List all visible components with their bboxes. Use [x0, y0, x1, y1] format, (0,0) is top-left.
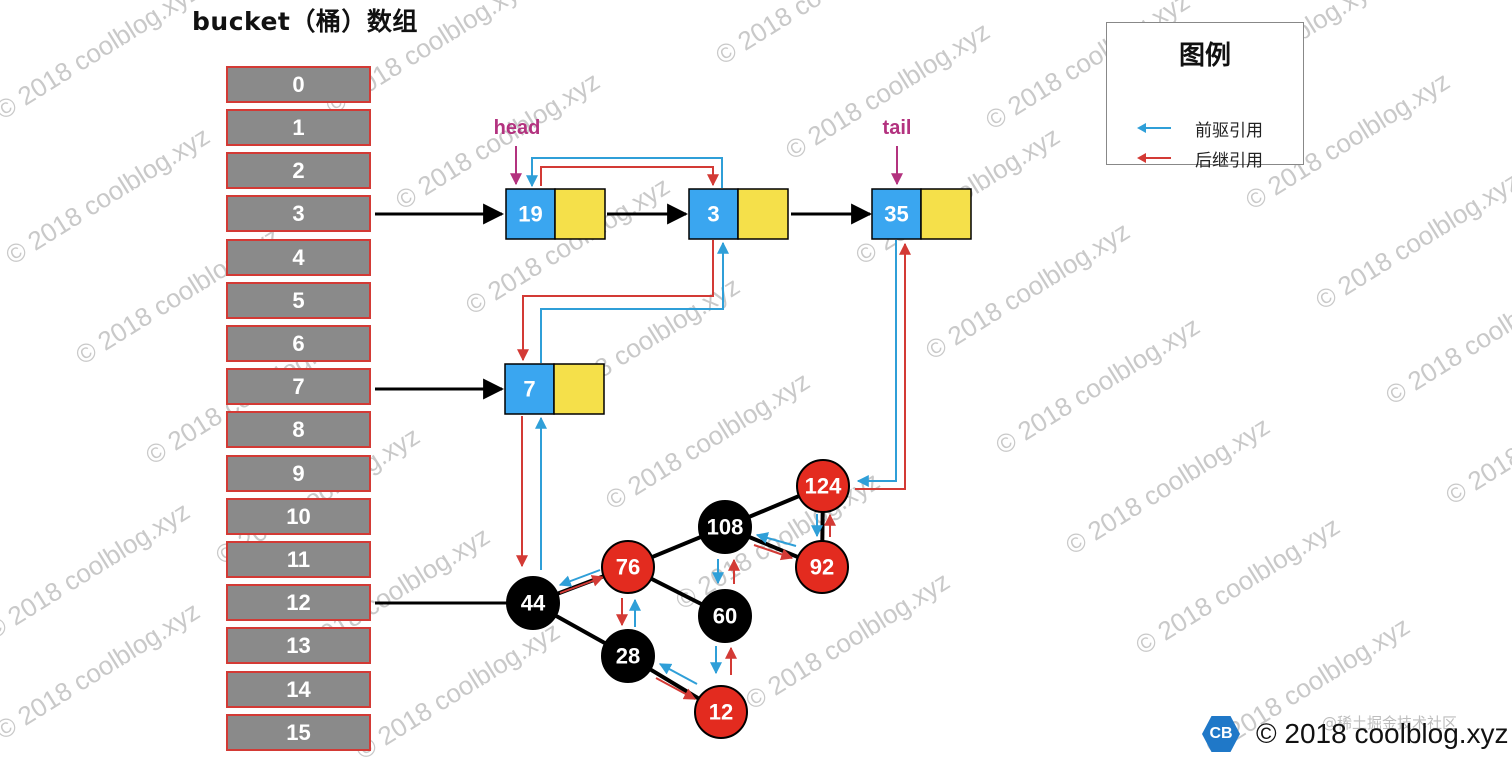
tree-node-124: 124	[796, 459, 850, 513]
tree-node-label: 60	[713, 604, 737, 629]
tail-label: tail	[883, 117, 912, 139]
legend-prev-row: 前驱引用	[1137, 118, 1263, 141]
next-ref-arrow	[855, 242, 911, 490]
tree-node-label: 76	[616, 555, 640, 580]
next-ref-arrow	[655, 677, 697, 700]
tree-node-circle	[601, 629, 655, 683]
footer: CB © 2018 coolblog.xyz	[1202, 716, 1509, 752]
prev-ref-arrow	[540, 241, 729, 363]
list-node-value-cell	[737, 188, 789, 240]
bucket-6: 6	[226, 325, 371, 362]
bucket-4: 4	[226, 239, 371, 276]
bucket-11: 11	[226, 541, 371, 578]
tree-node-circle	[698, 589, 752, 643]
next-ref-arrow	[753, 544, 794, 561]
prev-ref-arrow	[658, 663, 698, 685]
tree-node-circle	[694, 685, 748, 739]
next-ref-arrow	[559, 575, 605, 594]
footer-copyright: © 2018 coolblog.xyz	[1256, 718, 1509, 749]
bucket-10: 10	[226, 498, 371, 535]
list-node-35: 35	[871, 188, 972, 240]
list-node-value-cell	[553, 363, 605, 415]
bucket-1: 1	[226, 109, 371, 146]
tree-node-circle	[506, 576, 560, 630]
list-node-label: 19	[518, 202, 542, 227]
tree-node-circle	[698, 500, 752, 554]
tree-node-label: 44	[521, 591, 546, 616]
next-ref-arrow	[540, 166, 719, 187]
legend-prev-label: 前驱引用	[1195, 120, 1263, 141]
tree-node-12: 12	[694, 685, 748, 739]
tree-node-44: 44	[506, 576, 560, 630]
coolblog-logo: CB	[1202, 716, 1240, 752]
bucket-8: 8	[226, 411, 371, 448]
bucket-7: 7	[226, 368, 371, 405]
list-node-value-cell	[554, 188, 606, 240]
legend-next-label: 后继引用	[1195, 150, 1263, 171]
bucket-12: 12	[226, 584, 371, 621]
list-node-key-cell	[871, 188, 922, 240]
tree-node-circle	[795, 540, 849, 594]
site-watermark: @稀土掘金技术社区	[1322, 714, 1458, 732]
prev-ref-arrow	[856, 240, 897, 487]
head-label: head	[494, 117, 541, 139]
list-node-label: 7	[523, 377, 535, 402]
legend: 图例 前驱引用 后继引用	[1106, 22, 1304, 171]
bucket-13: 13	[226, 627, 371, 664]
legend-next-row: 后继引用	[1137, 148, 1263, 171]
tree-node-label: 92	[810, 555, 834, 580]
bucket-2: 2	[226, 152, 371, 189]
list-node-label: 3	[707, 202, 719, 227]
prev-ref-arrow	[558, 569, 601, 587]
list-node-value-cell	[920, 188, 972, 240]
tree-node-92: 92	[795, 540, 849, 594]
bucket-9: 9	[226, 455, 371, 492]
legend-title: 图例	[1178, 41, 1231, 71]
bucket-15: 15	[226, 714, 371, 751]
page-title: bucket（桶）数组	[192, 7, 418, 36]
next-arrow-icon	[1137, 153, 1171, 163]
bucket-5: 5	[226, 282, 371, 319]
list-node-19: 19	[505, 188, 606, 240]
bucket-14: 14	[226, 671, 371, 708]
bucket-0: 0	[226, 66, 371, 103]
tree-node-108: 108	[698, 500, 752, 554]
prev-ref-arrow	[755, 532, 797, 547]
tree-node-28: 28	[601, 629, 655, 683]
list-node-key-cell	[688, 188, 739, 240]
tree-node-circle	[601, 540, 655, 594]
tree-node-label: 108	[707, 515, 744, 540]
prev-arrow-icon	[1137, 123, 1171, 133]
next-ref-arrow	[517, 240, 714, 362]
list-node-7: 7	[504, 363, 605, 415]
prev-ref-arrow	[526, 157, 723, 188]
list-node-label: 35	[884, 202, 908, 227]
tree-node-76: 76	[601, 540, 655, 594]
tree-node-circle	[796, 459, 850, 513]
list-node-3: 3	[688, 188, 789, 240]
tree-node-label: 12	[709, 700, 733, 725]
tree-node-label: 124	[805, 474, 842, 499]
tree-node-label: 28	[616, 644, 640, 669]
bucket-3: 3	[226, 195, 371, 232]
tree-node-60: 60	[698, 589, 752, 643]
